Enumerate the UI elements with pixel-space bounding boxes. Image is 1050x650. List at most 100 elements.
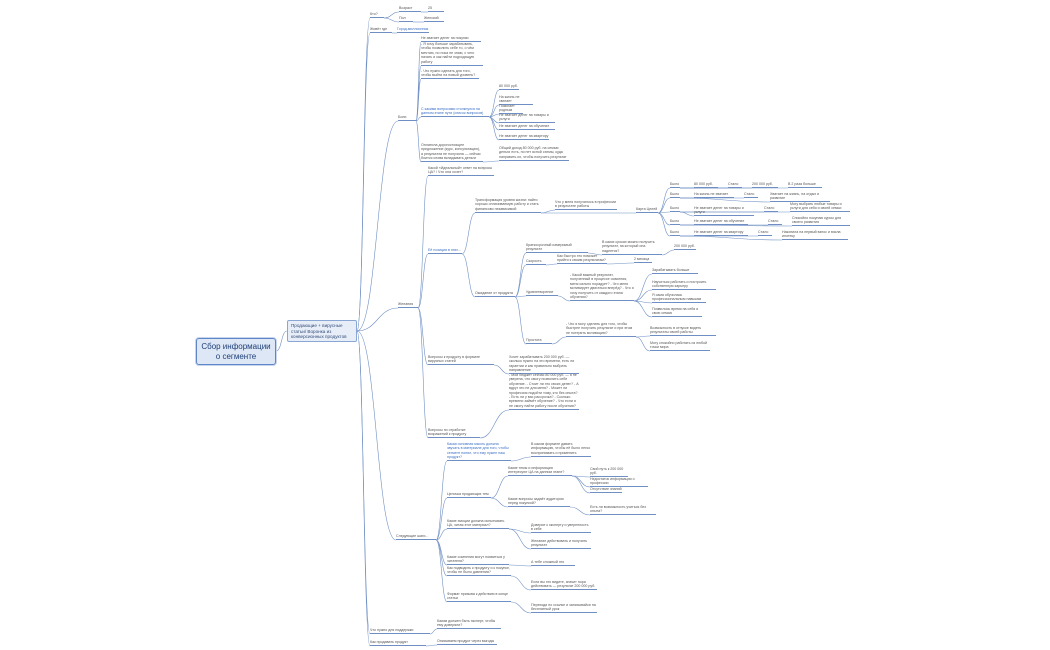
mindmap-node-g5c1[interactable]: Доверие к эксперту и уверенность в себе <box>531 523 591 534</box>
mindmap-node-g4b2b[interactable]: Скорость <box>526 259 546 265</box>
mindmap-node-g4b1b5b[interactable]: Стало <box>758 230 772 236</box>
mindmap-node-g5e1[interactable]: Если вы это видите, значит пора действов… <box>531 580 597 591</box>
mindmap-node-g1b1[interactable]: Женский <box>424 16 444 22</box>
mindmap-node-g4b1b2c[interactable]: Хватает на жизнь, на отдых и развитие <box>770 192 830 203</box>
mindmap-node-g4b1b3b[interactable]: Стало <box>764 206 778 212</box>
mindmap-node-g4b1b4a[interactable]: Не хватает денег на обучение <box>694 219 748 225</box>
mindmap-node-g4b1b4[interactable]: Было <box>670 219 680 225</box>
mindmap-node-g4b2b2[interactable]: 2 месяца <box>634 257 652 263</box>
mindmap-node-g4c[interactable]: Вопросы к продукту в формате вирусных ст… <box>428 355 494 366</box>
mindmap-node-g4b1b4b[interactable]: Стало <box>768 219 782 225</box>
mindmap-node-g5[interactable]: Следующие шаги... <box>396 534 436 540</box>
mindmap-node-g4b1b[interactable]: Карта Целей <box>636 207 658 213</box>
mindmap-node-g4b1b5c[interactable]: Накопила на первый взнос и взяла ипотеку <box>782 230 848 241</box>
mindmap-node-g5b1a[interactable]: Свой путь к 200 000 руб. <box>590 467 628 478</box>
mindmap-node-g4b2[interactable]: Ожидание от продукта <box>475 291 515 297</box>
mindmap-node-g5b1c[interactable]: Отсутствие знаний <box>590 487 622 493</box>
mindmap-node-g4b2d2[interactable]: Возможность в отпуске видеть результаты … <box>650 326 716 337</box>
mindmap-node-g5d[interactable]: Какие сомнения могут появиться у читател… <box>447 555 509 566</box>
mindmap-node-g4b2d1[interactable]: - Что я могу сделать для того, чтобы быс… <box>566 322 636 337</box>
mindmap-node-g4b1b1b[interactable]: Стало <box>728 182 742 188</box>
mindmap-node-g1a1[interactable]: 25 <box>428 6 444 12</box>
subtopic-label: Продающие + вирусные статьи/ Воронка из … <box>291 323 347 340</box>
mindmap-node-g5f[interactable]: Формат призыва к действию в конце статьи <box>447 592 511 603</box>
mindmap-node-g4b2d3[interactable]: Могу спокойно работать из любой точки ми… <box>650 341 710 352</box>
branch-connector <box>514 252 527 298</box>
mindmap-node-g7[interactable]: Как продавать продукт <box>370 640 426 646</box>
branch-connector <box>435 539 448 577</box>
mindmap-node-g4b1b4c[interactable]: Спокойно покупаю курсы для своего развит… <box>792 216 850 227</box>
mindmap-node-g5b2a[interactable]: Есть ли возможность учиться без опыта? <box>590 505 656 516</box>
mindmap-node-g3b[interactable]: - Я хочу больше зарабатывать, чтобы позв… <box>421 42 483 66</box>
mindmap-node-g4b1b2[interactable]: Было <box>670 192 680 198</box>
mindmap-node-g3a[interactable]: Не хватает денег на покупки <box>421 36 481 42</box>
mindmap-node-g5c[interactable]: Какие эмоции должна испытывать ЦА, читая… <box>447 519 509 530</box>
mindmap-node-g4b2d[interactable]: Простота <box>526 338 552 344</box>
mindmap-node-g5c2[interactable]: Желание действовать и получить результат <box>531 539 591 550</box>
mindmap-node-g4b1b1[interactable]: Было <box>670 182 680 188</box>
mindmap-node-g3d3[interactable]: Помогает родным <box>499 104 523 115</box>
mindmap-node-g4b2c4[interactable]: Я сама обучилась профессиональным навыка… <box>652 293 706 304</box>
mindmap-node-g1b[interactable]: Пол <box>399 16 413 22</box>
branch-connector <box>415 116 422 122</box>
mindmap-node-g4b2c2[interactable]: Зарабатывать больше <box>652 268 698 274</box>
mindmap-node-g3d6[interactable]: Не хватает денег на квартиру <box>499 134 549 140</box>
mindmap-node-g4b2c3[interactable]: Научиться работать и построить собственн… <box>652 280 716 291</box>
mindmap-node-g4b1b1a[interactable]: 80 000 руб. <box>694 182 718 188</box>
mindmap-node-g3d4[interactable]: Не хватает денег на товары и услуги <box>499 113 555 124</box>
mindmap-node-g4d1[interactable]: - Мой бюджет сейчас 80 000 руб. — я не у… <box>509 373 579 410</box>
mindmap-node-g3d[interactable]: С какими вопросами столкнулся на данном … <box>421 107 489 118</box>
mindmap-node-g4b2c[interactable]: Удовлетворение <box>526 290 558 296</box>
mindmap-node-g2a[interactable]: Город-миллионник <box>397 27 429 33</box>
mindmap-node-g4b1b2b[interactable]: Стало <box>744 192 758 198</box>
mindmap-node-g5e[interactable]: Как подводить к продукту и к покупке, чт… <box>447 566 511 577</box>
mindmap-node-g7a[interactable]: Описываем продукт через выгоды <box>437 639 497 645</box>
mindmap-node-g3d2[interactable]: На жизнь не хватает <box>499 95 533 106</box>
mindmap-node-g4b1b3a[interactable]: Не хватает денег на товары и услуги <box>694 206 754 217</box>
mindmap-node-g4b1[interactable]: Трансформация уровня жизни: найти хорошо… <box>475 198 541 213</box>
mindmap-node-g4b1b2a[interactable]: На жизнь не хватает <box>694 192 734 198</box>
subtopic-articles[interactable]: Продающие + вирусные статьи/ Воронка из … <box>287 320 357 342</box>
mindmap-node-g4b1b3[interactable]: Было <box>670 206 680 212</box>
mindmap-node-g2[interactable]: Живёт где <box>370 27 392 33</box>
mindmap-node-g4b1b1d[interactable]: В 2 раза больше <box>788 182 822 188</box>
mindmap-node-g6[interactable]: Что нужно для поддержки <box>370 628 430 634</box>
mindmap-node-g4b1b3c[interactable]: Могу выбрать любые товары и услуги для с… <box>790 202 850 213</box>
mindmap-node-g4[interactable]: Желания <box>398 302 418 308</box>
mindmap-node-g5f1[interactable]: Переходи по ссылке и записывайся на бесп… <box>531 603 597 614</box>
mindmap-node-g4b1b5a[interactable]: Не хватает денег на квартиру <box>694 230 748 236</box>
mindmap-node-g5a1[interactable]: В каком формате давать информацию, чтобы… <box>531 442 591 457</box>
mindmap-node-g3e1[interactable]: Общий доход 80 000 руб. на семью: деньги… <box>499 146 569 161</box>
mindmap-node-g4b2a[interactable]: Краткосрочный измеримый результат <box>526 243 588 254</box>
branch-connector <box>679 224 793 227</box>
mindmap-node-g3c[interactable]: - Что нужно сделать для того, чтобы выйт… <box>421 69 479 80</box>
mindmap-node-g4b1b5[interactable]: Было <box>670 230 680 236</box>
mindmap-node-g4b1b1c[interactable]: 200 000 руб. <box>752 182 778 188</box>
mindmap-node-g1a[interactable]: Возраст <box>399 6 421 12</box>
mindmap-node-g3[interactable]: Боли <box>398 115 416 121</box>
mindmap-node-g4b1a[interactable]: Что у меня получилось в профессии в резу… <box>555 200 617 211</box>
mindmap-node-g4d[interactable]: Вопросы по отработке возражений к продук… <box>428 428 480 439</box>
mindmap-node-g3d5[interactable]: Не хватает денег на обучение <box>499 124 555 130</box>
mindmap-node-g6a[interactable]: Каким должен быть эксперт, чтобы ему дов… <box>437 619 501 630</box>
root-topic[interactable]: Сбор информации о сегменте <box>196 338 276 365</box>
branch-connector <box>679 197 771 203</box>
mindmap-node-g5a[interactable]: Какая основная мысль должна звучать в ма… <box>447 442 511 462</box>
mindmap-node-g5b[interactable]: Цепочка продающих тем <box>447 492 491 498</box>
mindmap-node-g4b2c1[interactable]: - Какой важный результат, полученный в п… <box>570 273 634 302</box>
mindmap-node-g5b1b[interactable]: Недостаток информации о профессии <box>590 477 648 488</box>
mindmap-node-g1[interactable]: Кто? <box>370 12 384 18</box>
mindmap-node-g5b2[interactable]: Какие вопросы задаёт аудитория перед пок… <box>508 497 570 508</box>
mindmap-node-g4b[interactable]: Её позиция в этих... <box>428 248 462 254</box>
mindmap-node-g4b2a1[interactable]: В каких сроках можно получить результат,… <box>602 240 662 255</box>
mindmap-node-g5d1[interactable]: А тебе сложный это <box>531 560 575 566</box>
mindmap-node-g4b2b1[interactable]: Как быстро это поможет прийти к своим ре… <box>557 254 607 265</box>
mindmap-node-g3e[interactable]: Оплатила дорогостоящее предложение (курс… <box>421 143 483 163</box>
branch-connector <box>679 211 695 217</box>
mindmap-node-g4c1[interactable]: Хочет зарабатывать 200 000 руб. — скольк… <box>509 355 579 375</box>
mindmap-node-g3d1[interactable]: 80 000 руб. <box>499 84 519 90</box>
mindmap-node-g5b1[interactable]: Какие темы и информация интересуют ЦА на… <box>508 466 572 477</box>
mindmap-node-g4b2c5[interactable]: Появилось время на себя и свою семью <box>652 307 702 318</box>
mindmap-node-g4b2a2[interactable]: 200 000 руб. <box>674 244 696 250</box>
mindmap-node-g4a[interactable]: Какой «Идеальный» ответ на вопросы ЦА? /… <box>428 166 494 177</box>
